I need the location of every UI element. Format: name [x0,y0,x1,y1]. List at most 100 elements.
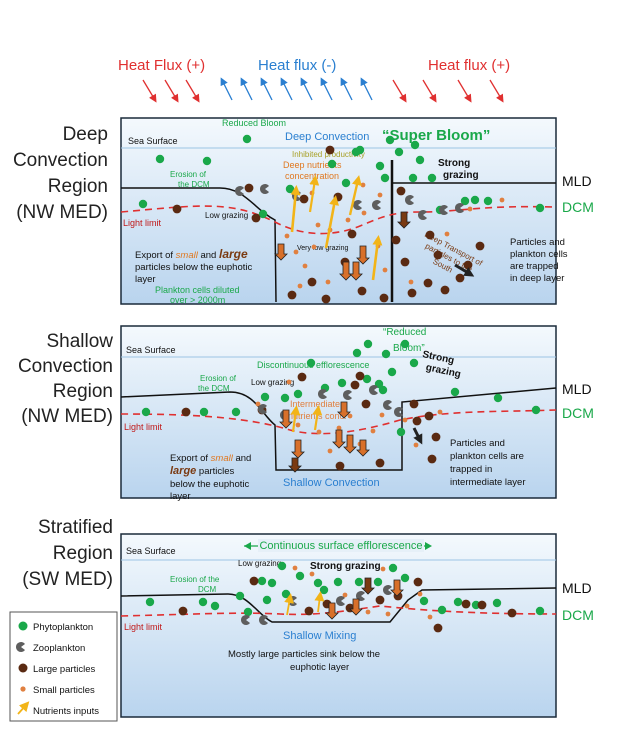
reduced-bloom-label: “Reduced [383,327,426,338]
heat-flux-in-right-label: Heat flux (+) [428,57,510,74]
large-particle [299,194,309,204]
deep-nutrients-label-2: concentration [285,171,339,181]
phytoplankton [535,203,545,213]
sinking-arrow [343,434,357,454]
nutrient-arrow [290,405,301,433]
phytoplankton [396,427,406,437]
legend-item: Nutrients inputs [17,701,99,717]
zooplankton [438,205,448,215]
large-particle [321,294,331,304]
light-limit-label: Light limit [123,218,162,228]
large-particle [251,213,261,223]
sinking-arrow [291,439,305,459]
mld-line [120,587,557,623]
large-particle [425,230,435,240]
phytoplankton [378,385,388,395]
small-particle [382,267,388,273]
title-line: Region [53,381,113,402]
large-particle-icon [18,663,28,673]
sea-surface-label: Sea Surface [128,136,178,146]
phytoplankton [341,178,351,188]
heat-flux-in-left-label: Heat Flux (+) [118,57,205,74]
phytoplankton [385,135,395,145]
dcm-label: DCM [562,405,594,421]
title-line: Region [48,176,108,197]
trapped-label-4: in deep layer [510,273,564,284]
low-grazing-label: Low grazing [205,211,248,220]
phytoplankton [231,407,241,417]
phytoplankton [280,393,290,403]
phytoplankton [210,601,220,611]
trapped-label-3: trapped in [450,464,492,475]
small-particle [408,279,414,285]
large-particle [396,186,406,196]
erosion-label: Erosion of [170,170,207,179]
small-particle [380,566,386,572]
trapped-label: Particles and [510,237,565,248]
large-particle [423,278,433,288]
small-particle [360,182,366,188]
phytoplankton [437,605,447,615]
strong-grazing-label: Strong [438,158,470,169]
small-particle [336,425,342,431]
phytoplankton [410,140,420,150]
phytoplankton [362,374,372,384]
heat-out-arrow [260,77,273,101]
large-particle [335,461,345,471]
panel-shallow-convection: Shallow Convection Region (NW MED) Sea S… [18,325,594,502]
title-line: (NW MED) [16,202,108,223]
heat-in-arrow [164,79,179,103]
zooplankton [353,200,362,210]
sinking-arrow [288,457,302,473]
legend-label: Nutrients inputs [33,706,99,717]
large-particle [379,293,389,303]
large-particle [244,183,254,193]
zooplankton [368,385,378,396]
phytoplankton [258,209,268,219]
nutrient-arrow [314,591,325,613]
small-particle [413,442,419,448]
heat-flux-out-label: Heat flux (-) [258,57,336,74]
zooplankton [356,590,365,601]
small-particle [417,591,423,597]
legend-item: Small particles [20,685,95,696]
large-particle [287,290,297,300]
diluted-label: Plankton cells diluted [155,285,240,295]
phytoplankton [281,589,291,599]
small-particle [345,217,351,223]
export-label-2: particles below the euphotic [135,262,252,273]
large-particle [413,577,423,587]
large-particle [181,407,191,417]
small-particle [325,279,331,285]
phytoplankton [155,154,165,164]
legend-item: Phytoplankton [18,621,93,633]
phytoplankton [471,600,481,610]
phytoplankton [293,389,303,399]
phytoplankton [260,392,270,402]
nutrient-arrow [290,185,301,233]
large-particle [431,432,441,442]
phytoplankton [242,134,252,144]
panel-stratified: Stratified Region (SW MED) Sea Surface C… [22,517,594,718]
phytoplankton [141,407,151,417]
zooplankton [234,186,244,196]
zooplankton [260,184,269,194]
phytoplankton [493,393,503,403]
phytoplankton [388,563,398,573]
heat-in-arrow [392,79,407,103]
small-particle [467,206,473,212]
heat-out-arrow [220,77,233,101]
phytoplankton [427,173,437,183]
sinking-arrow [356,439,370,457]
sinking-arrow [349,261,363,281]
reduced-bloom-label: Reduced Bloom [222,118,286,128]
title-line: Region [53,543,113,564]
phytoplankton [375,161,385,171]
continuous-label: Continuous surface efflorescence [259,540,422,552]
phytoplankton [483,196,493,206]
sinking-arrow [325,602,339,620]
phytoplankton [199,407,209,417]
sinking-arrow [397,211,411,229]
mld-label: MLD [562,173,592,189]
